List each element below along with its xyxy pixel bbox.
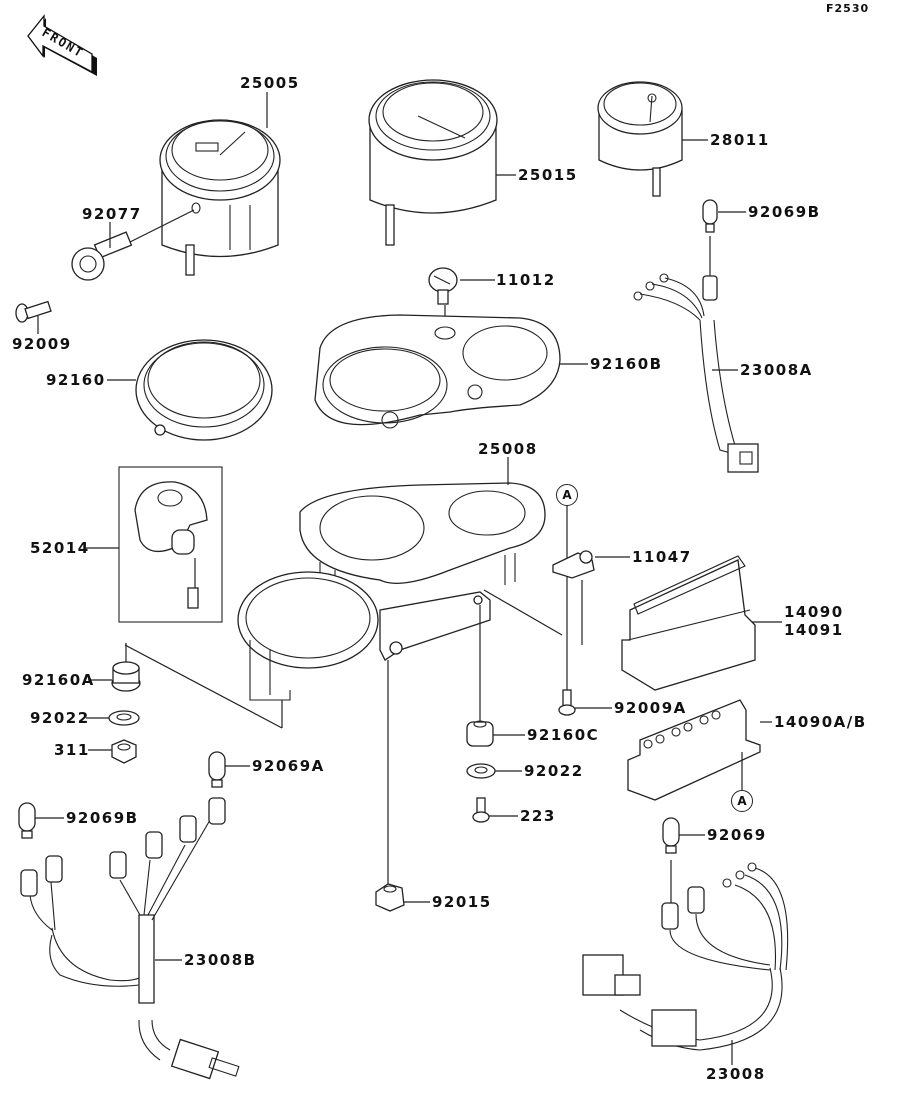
clip-drawing xyxy=(428,267,458,330)
reference-marker-top: A xyxy=(556,484,578,506)
wire-harness-b-drawing xyxy=(20,797,240,1080)
part-label-11047[interactable]: 11047 xyxy=(632,548,692,566)
reference-marker-bottom: A xyxy=(731,790,753,812)
part-label-25005[interactable]: 25005 xyxy=(240,74,300,92)
meter-stay-bracket-drawing xyxy=(118,466,223,623)
part-label-92009a[interactable]: 92009A xyxy=(614,699,687,717)
screw-223-drawing xyxy=(472,797,490,823)
part-label-92022-mid[interactable]: 92022 xyxy=(524,762,584,780)
part-label-92009[interactable]: 92009 xyxy=(12,335,72,353)
part-label-92069a[interactable]: 92069A xyxy=(252,757,325,775)
bulb-drawing-92069b-top xyxy=(702,199,718,233)
part-label-92160b[interactable]: 92160B xyxy=(590,355,663,373)
part-label-11012[interactable]: 11012 xyxy=(496,271,556,289)
nut-92015-drawing xyxy=(375,883,405,912)
part-label-311[interactable]: 311 xyxy=(54,741,90,759)
part-label-14090ab[interactable]: 14090A/B xyxy=(774,713,867,731)
part-label-92069b-top[interactable]: 92069B xyxy=(748,203,821,221)
damper-ring-drawing xyxy=(135,339,273,441)
part-label-25015[interactable]: 25015 xyxy=(518,166,578,184)
part-label-92160c[interactable]: 92160C xyxy=(527,726,600,744)
part-label-92022-left[interactable]: 92022 xyxy=(30,709,90,727)
diagram-code: F2530 xyxy=(826,2,870,15)
part-label-14090[interactable]: 14090 xyxy=(784,603,844,621)
part-label-92160[interactable]: 92160 xyxy=(46,371,106,389)
wire-harness-a-drawing xyxy=(633,236,759,473)
tachometer-drawing xyxy=(368,79,498,246)
leader-lines xyxy=(35,92,782,961)
part-label-23008a[interactable]: 23008A xyxy=(740,361,813,379)
nut-311-drawing xyxy=(111,739,137,764)
bulb-drawing-92069a xyxy=(208,751,226,788)
part-label-23008b[interactable]: 23008B xyxy=(184,951,257,969)
washer-92022-left-drawing xyxy=(108,710,140,726)
indicator-case-drawing xyxy=(627,699,761,801)
meter-cover-damper-drawing xyxy=(314,314,561,429)
part-label-92069b-bottom[interactable]: 92069B xyxy=(66,809,139,827)
washer-92022-mid-drawing xyxy=(466,763,496,779)
damper-92160a-drawing xyxy=(111,643,141,692)
part-label-92077[interactable]: 92077 xyxy=(82,205,142,223)
part-label-223[interactable]: 223 xyxy=(520,807,556,825)
damper-92160c-drawing xyxy=(466,720,494,747)
part-label-92160a[interactable]: 92160A xyxy=(22,671,95,689)
part-label-23008[interactable]: 23008 xyxy=(706,1065,766,1083)
bulb-drawing-92069b-bottom xyxy=(18,802,36,839)
part-label-25008[interactable]: 25008 xyxy=(478,440,538,458)
wire-harness-main-drawing xyxy=(582,862,789,1065)
fuel-gauge-drawing xyxy=(597,81,683,197)
speedometer-drawing xyxy=(159,119,281,276)
part-label-92069[interactable]: 92069 xyxy=(707,826,767,844)
part-label-28011[interactable]: 28011 xyxy=(710,131,770,149)
screw-drawing xyxy=(15,300,52,334)
indicator-cover-drawing xyxy=(621,555,756,691)
meter-case-drawing xyxy=(237,482,546,701)
part-label-92015[interactable]: 92015 xyxy=(432,893,492,911)
part-label-52014[interactable]: 52014 xyxy=(30,539,90,557)
front-arrow-icon xyxy=(27,14,97,76)
bulb-drawing-92069 xyxy=(662,817,680,905)
bracket-11047-drawing xyxy=(552,505,595,716)
part-label-14091[interactable]: 14091 xyxy=(784,621,844,639)
